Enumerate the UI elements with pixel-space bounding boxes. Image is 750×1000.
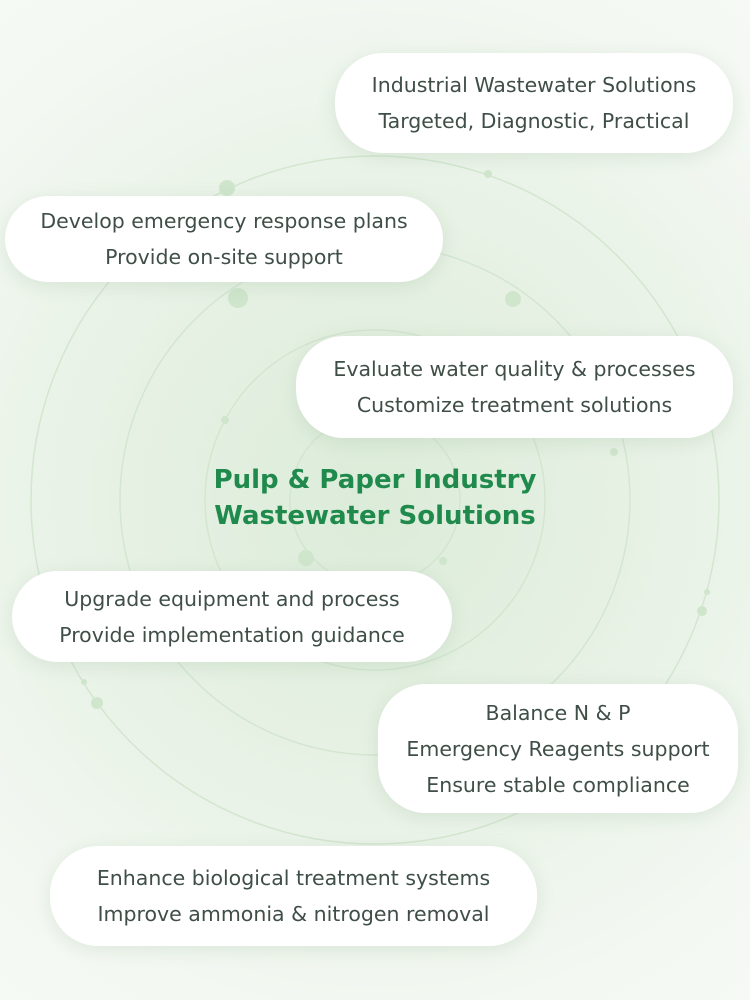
card-line: Improve ammonia & nitrogen removal xyxy=(97,902,490,926)
title-line-1: Pulp & Paper Industry xyxy=(213,465,537,495)
card-line: Ensure stable compliance xyxy=(426,772,690,797)
card-line: Customize treatment solutions xyxy=(356,393,673,417)
card-evaluate-water: Evaluate water quality & processes Custo… xyxy=(296,336,733,438)
central-title: Pulp & Paper Industry Wastewater Solutio… xyxy=(0,462,750,534)
card-industrial-solutions: Industrial Wastewater Solutions Targeted… xyxy=(335,53,733,153)
card-line: Upgrade equipment and process xyxy=(64,586,400,611)
title-line-2: Wastewater Solutions xyxy=(214,501,536,531)
card-upgrade-equipment: Upgrade equipment and process Provide im… xyxy=(12,571,452,662)
card-line: Evaluate water quality & processes xyxy=(333,357,696,381)
card-line: Emergency Reagents support xyxy=(406,736,710,761)
card-line: Balance N & P xyxy=(485,700,631,725)
card-biological-treatment: Enhance biological treatment systems Imp… xyxy=(50,846,537,946)
card-line: Enhance biological treatment systems xyxy=(96,866,491,890)
card-line: Industrial Wastewater Solutions xyxy=(371,73,697,97)
card-emergency-response: Develop emergency response plans Provide… xyxy=(5,196,443,282)
card-line: Targeted, Diagnostic, Practical xyxy=(378,109,690,133)
card-line: Develop emergency response plans xyxy=(40,209,408,233)
card-line: Provide implementation guidance xyxy=(59,622,405,647)
card-line: Provide on-site support xyxy=(105,245,343,269)
card-balance-np: Balance N & P Emergency Reagents support… xyxy=(378,684,738,813)
